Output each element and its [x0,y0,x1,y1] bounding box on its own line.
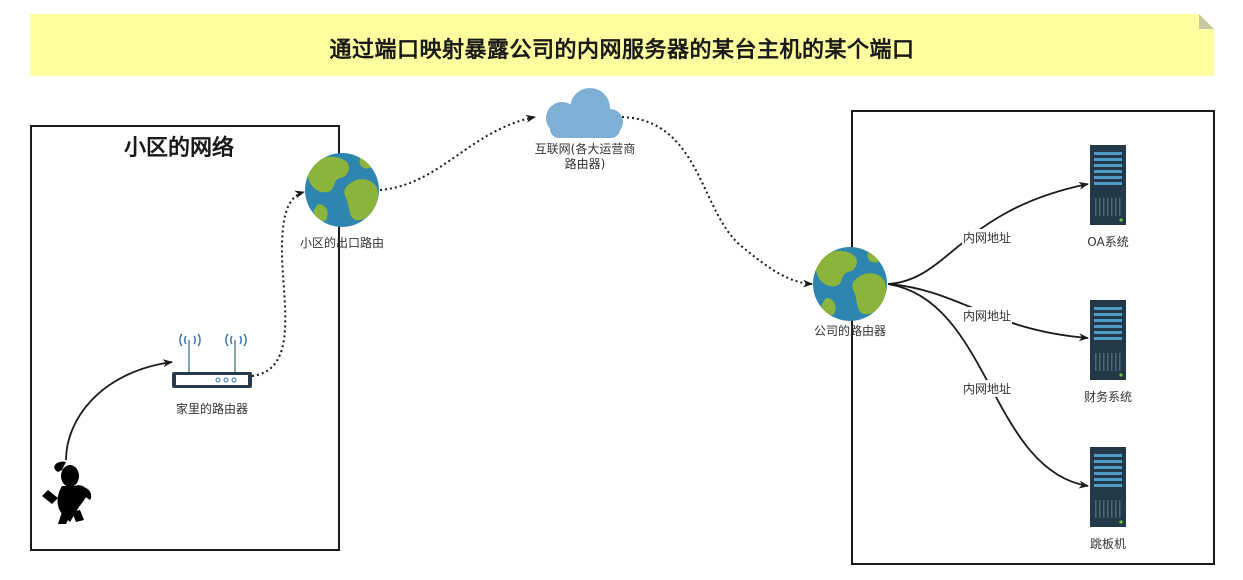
banner-fold-corner [1199,14,1214,29]
page-title: 通过端口映射暴露公司的内网服务器的某台主机的某个端口 [329,38,915,63]
internet-label-line2: 路由器) [564,157,606,171]
jumphost-server-icon [1090,447,1126,527]
oa-server-icon [1090,145,1126,225]
internet-label-line1: 互联网(各大运营商 [534,142,636,156]
internet-cloud-icon [546,88,623,138]
exit-router-label: 小区的出口路由 [299,236,384,250]
company-router-label: 公司的路由器 [813,324,886,338]
finance-server-icon [1090,300,1126,380]
edge-home-router-to-exit-router [251,190,305,377]
edge-internet-to-company-router [621,116,813,288]
edge-person-to-home-router [65,359,173,461]
jumphost-server-label: 跳板机 [1089,537,1126,551]
company-network-box [851,110,1215,565]
edge-exit-router-to-internet [379,114,536,191]
home-router-label: 家里的路由器 [175,402,248,416]
edge-label-finance: 内网地址 [962,307,1013,324]
oa-server-label: OA系统 [1087,235,1129,249]
company-router-globe-icon [813,247,887,321]
home-router-icon [172,333,252,388]
edge-label-oa: 内网地址 [962,229,1013,246]
community-network-title: 小区的网络 [124,136,235,161]
exit-router-globe-icon [305,153,379,227]
user-silhouette-icon [42,461,92,524]
title-banner: 通过端口映射暴露公司的内网服务器的某台主机的某个端口 [30,14,1214,76]
edge-label-jumphost: 内网地址 [962,380,1013,397]
finance-server-label: 财务系统 [1083,390,1132,404]
